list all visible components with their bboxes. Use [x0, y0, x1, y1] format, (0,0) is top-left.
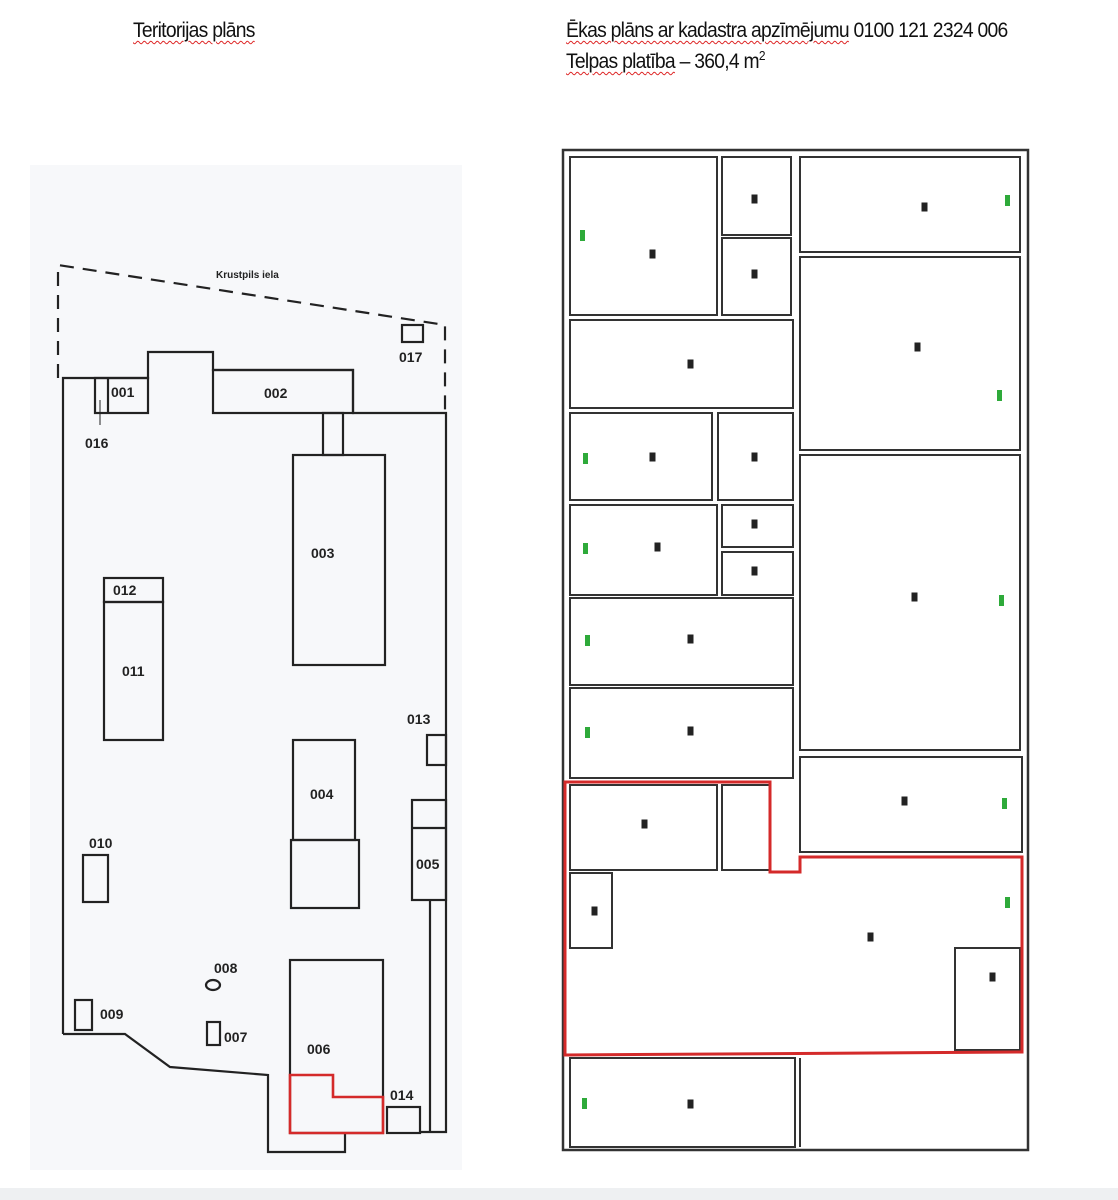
green-markers	[580, 195, 1010, 1109]
building-014	[385, 1105, 422, 1135]
label-005: 005	[416, 856, 440, 872]
building-003	[291, 453, 387, 667]
page-bottom-edge	[0, 1188, 1118, 1200]
street-label: Krustpils iela	[216, 270, 279, 281]
room	[721, 784, 771, 871]
room	[569, 504, 718, 596]
title-text: Teritorijas plāns	[133, 19, 255, 42]
room	[799, 256, 1021, 451]
territory-plan	[30, 165, 462, 1170]
building-008	[204, 978, 222, 992]
building-plan-title: Ēkas plāns ar kadastra apzīmējumu 0100 1…	[566, 19, 1008, 43]
area-value: – 360,4 m	[679, 50, 760, 73]
room	[721, 237, 792, 316]
label-007: 007	[224, 1029, 248, 1045]
highlighted-premises	[288, 1073, 385, 1135]
cadastre-number: 0100 121 2324 006	[853, 19, 1008, 42]
building-009	[73, 998, 94, 1032]
building-002	[211, 368, 355, 415]
room	[721, 504, 794, 548]
fixtures	[591, 194, 996, 1109]
room	[799, 756, 1023, 853]
room	[569, 784, 718, 871]
label-013: 013	[407, 711, 431, 727]
territory-labels: Krustpils iela 001 002 003 004 005 006 0…	[85, 270, 440, 1103]
building-outline	[561, 148, 1030, 1152]
label-006: 006	[307, 1041, 331, 1057]
room	[717, 412, 794, 501]
label-008: 008	[214, 960, 238, 976]
label-004: 004	[310, 786, 334, 802]
building-007	[205, 1020, 222, 1047]
label-002: 002	[264, 385, 288, 401]
building-floor-plan	[561, 148, 1030, 1152]
room	[569, 687, 794, 779]
area-label: Telpas platība	[566, 50, 676, 73]
building-011	[102, 600, 165, 742]
label-017: 017	[399, 349, 423, 365]
building-013	[425, 733, 448, 767]
room	[569, 412, 713, 501]
label-016: 016	[85, 435, 109, 451]
room	[954, 947, 1021, 1051]
area-unit: 2	[758, 48, 766, 63]
room	[569, 872, 613, 949]
building-017	[400, 323, 425, 344]
label-009: 009	[100, 1006, 124, 1022]
room	[569, 319, 794, 409]
label-014: 014	[390, 1087, 414, 1103]
label-003: 003	[311, 545, 335, 561]
room	[569, 597, 794, 686]
room	[569, 1057, 796, 1148]
room	[721, 551, 794, 596]
territory-plan-title: Teritorijas plāns	[133, 19, 255, 43]
site-boundary-dashed	[56, 263, 447, 410]
room	[721, 156, 792, 236]
title-text: Ēkas plāns ar kadastra apzīmējumu	[566, 19, 850, 42]
label-012: 012	[113, 582, 137, 598]
room	[799, 156, 1021, 253]
room	[569, 156, 718, 316]
label-011: 011	[122, 663, 145, 679]
label-010: 010	[89, 835, 113, 851]
highlighted-premises	[563, 780, 1024, 1057]
building-001	[93, 376, 150, 415]
building-010	[81, 853, 110, 904]
label-001: 001	[111, 384, 135, 400]
room	[799, 454, 1021, 751]
premises-area: Telpas platība – 360,4 m2	[566, 48, 766, 74]
